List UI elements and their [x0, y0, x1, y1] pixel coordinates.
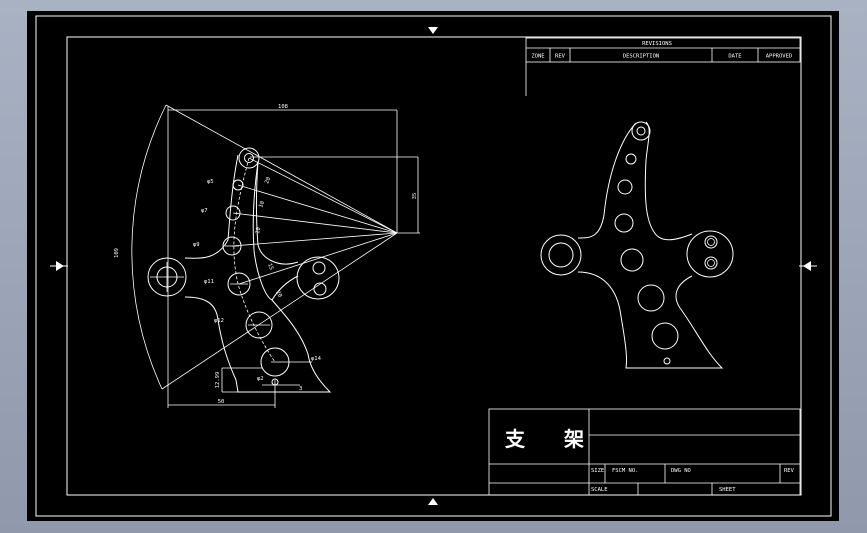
dim-small-3: 3: [299, 386, 302, 392]
fscm-label: FSCM NO.: [612, 468, 639, 474]
drawing-title: 支 架: [505, 427, 600, 451]
plain-hole-7: [617, 179, 633, 195]
dim-d11: φ11: [204, 279, 214, 285]
plain-hole-14: [651, 322, 679, 350]
dim-gap-10b: 10: [255, 227, 262, 235]
dim-base-50: 50: [218, 399, 225, 405]
dim-depth-1299: 12.99: [215, 372, 221, 389]
plain-left-hole: [548, 242, 574, 268]
radial-line-top: [165, 104, 398, 234]
dim-d14: φ14: [311, 356, 322, 362]
rev-col-date: DATE: [728, 54, 741, 60]
right-boss-hole-2: [313, 282, 327, 296]
plain-right-boss: [686, 230, 734, 278]
hole-9: [222, 236, 242, 256]
size-label: SIZE: [591, 468, 604, 474]
bracket-plain-outline: [577, 121, 724, 369]
tip-hole-outer: [238, 147, 260, 169]
plain-hole-9: [614, 213, 634, 233]
plain-right-hole-2: [704, 256, 718, 270]
plain-tip-hole-outer: [631, 121, 651, 141]
dwg-label: DWG NO: [671, 468, 691, 474]
plain-left-boss: [540, 234, 582, 276]
dim-radius-109: 109: [114, 248, 120, 258]
dim-gap-20: 20: [264, 176, 272, 184]
plain-hole-13: [637, 284, 665, 312]
centering-marks: [50, 27, 817, 505]
outer-border: [35, 15, 832, 517]
revisions-table: REVISIONS ZONE REV DESCRIPTION DATE APPR…: [525, 37, 801, 96]
dim-height-35: 35: [412, 193, 418, 200]
scale-label: SCALE: [591, 487, 608, 493]
plain-hole-2: [663, 357, 671, 365]
dim-gap-20b: 20: [274, 290, 283, 299]
left-boss-outer: [147, 257, 187, 297]
plain-tip-hole: [636, 126, 646, 136]
plain-hole-5: [625, 153, 637, 165]
dim-d9: φ9: [193, 242, 200, 248]
radial-line-bottom: [161, 232, 398, 390]
dim-width-108: 108: [278, 104, 288, 110]
plain-hole-11: [620, 248, 644, 272]
bracket-dimensioned-view: 108 35 109 φ5 φ7 φ9 φ11 φ12 φ14 φ2 20 10…: [114, 104, 420, 408]
sheet-label: SHEET: [719, 487, 736, 493]
radius-arc: [131, 104, 167, 390]
dim-gap-10a: 10: [258, 200, 266, 208]
dim-d7: φ7: [201, 208, 208, 214]
top-center-arrow: [428, 27, 438, 34]
rev-col-rev: REV: [555, 54, 566, 60]
bracket-plain-view: [540, 121, 734, 369]
right-boss-hole-1: [312, 261, 326, 275]
rev-col-approved: APPROVED: [766, 54, 793, 60]
hole-11: [227, 272, 251, 296]
hole-7: [225, 205, 241, 221]
bracket-outline: [184, 154, 332, 393]
bottom-center-arrow: [428, 498, 438, 505]
dim-d12: φ12: [214, 318, 224, 324]
dim-d5: φ5: [207, 179, 214, 185]
rev-label: REV: [784, 468, 795, 474]
revisions-header: REVISIONS: [642, 41, 672, 47]
dim-d2: φ2: [257, 376, 264, 382]
title-block: 支 架 SIZE FSCM NO. DWG NO REV SCALE SHEET: [488, 408, 801, 496]
tip-hole: [244, 153, 254, 163]
rev-col-description: DESCRIPTION: [623, 54, 659, 60]
drawing-sheet-background: [27, 11, 839, 521]
hole-12: [245, 311, 273, 339]
plain-right-hole-1: [704, 235, 718, 249]
rev-col-zone: ZONE: [531, 54, 544, 60]
dim-gap-15: 15: [266, 263, 274, 271]
right-boss-outer: [296, 256, 340, 300]
hole-5: [232, 179, 244, 191]
